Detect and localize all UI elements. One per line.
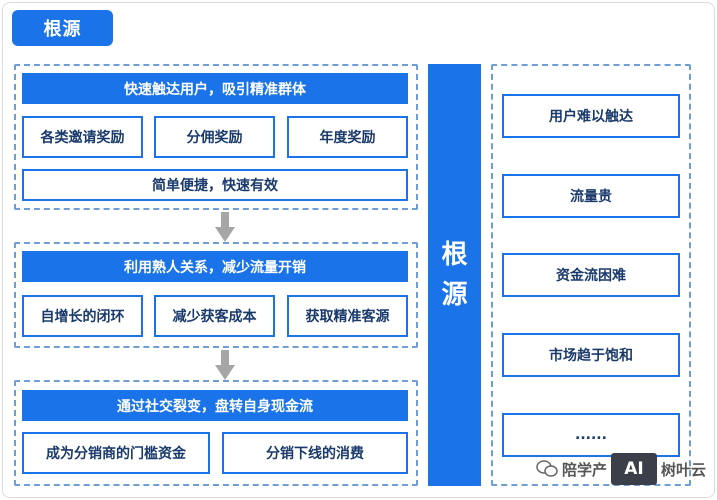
watermark: 陪学产 AI 树叶云 bbox=[536, 452, 716, 486]
section-1-box-3: 年度奖励 bbox=[287, 116, 408, 158]
problem-item: 资金流困难 bbox=[502, 253, 680, 297]
section-reach-users bbox=[14, 64, 418, 210]
wechat-icon bbox=[536, 460, 558, 477]
watermark-logo: AI bbox=[611, 453, 658, 485]
problem-item: ...... bbox=[502, 413, 680, 457]
problem-item: 流量贵 bbox=[502, 174, 680, 218]
section-3-box-2: 分销下线的消费 bbox=[222, 432, 408, 474]
section-1-header: 快速触达用户，吸引精准群体 bbox=[22, 73, 408, 104]
section-1-wide-box: 简单便捷，快速有效 bbox=[22, 169, 408, 201]
section-2-box-3: 获取精准客源 bbox=[287, 295, 408, 337]
down-arrow-icon bbox=[215, 212, 235, 242]
section-2-header: 利用熟人关系，减少流量开销 bbox=[22, 251, 408, 282]
down-arrow-icon bbox=[215, 350, 235, 380]
section-1-box-1: 各类邀请奖励 bbox=[22, 116, 143, 158]
section-2-box-2: 减少获客成本 bbox=[154, 295, 275, 337]
page-title: 根源 bbox=[12, 10, 113, 46]
section-social-fission bbox=[14, 380, 418, 486]
section-3-header: 通过社交裂变，盘转自身现金流 bbox=[22, 390, 408, 421]
section-3-box-1: 成为分销商的门槛资金 bbox=[22, 432, 210, 474]
section-2-box-1: 自增长的闭环 bbox=[22, 295, 143, 337]
problem-item: 用户难以触达 bbox=[502, 94, 680, 138]
problem-item: 市场趋于饱和 bbox=[502, 333, 680, 377]
watermark-prefix: 陪学产 bbox=[562, 460, 608, 479]
pillar-char-2: 源 bbox=[441, 280, 468, 310]
problems-panel bbox=[491, 64, 691, 486]
pillar-char-1: 根 bbox=[441, 240, 468, 270]
root-pillar: 根 源 bbox=[428, 64, 481, 486]
section-acquaintance bbox=[14, 242, 418, 348]
watermark-suffix: 树叶云 bbox=[661, 460, 707, 479]
section-1-box-2: 分佣奖励 bbox=[154, 116, 275, 158]
